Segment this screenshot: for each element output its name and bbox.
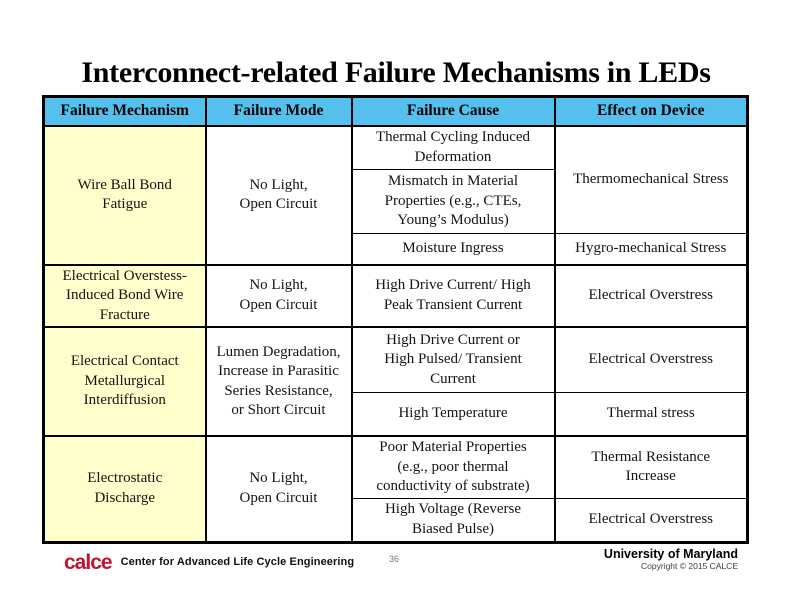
cell-effect: Thermal Resistance Increase xyxy=(553,435,748,499)
cell-effect: Electrical Overstress xyxy=(553,497,748,543)
cell-mode: No Light, Open Circuit xyxy=(204,125,352,265)
table-row: Wire Ball Bond Fatigue No Light, Open Ci… xyxy=(43,125,748,265)
cell-cause: Poor Material Properties (e.g., poor the… xyxy=(350,435,555,499)
cell-mechanism: Electrical Contact Metallurgical Interdi… xyxy=(43,326,206,437)
failure-mechanisms-table: Failure Mechanism Failure Mode Failure C… xyxy=(42,95,749,544)
footer-right: University of Maryland Copyright © 2015 … xyxy=(604,547,738,572)
cell-mechanism: Electrical Overstess- Induced Bond Wire … xyxy=(43,263,206,328)
column-header-failure-mode: Failure Mode xyxy=(204,96,352,127)
table-header-row: Failure Mechanism Failure Mode Failure C… xyxy=(43,96,748,127)
cell-effect: Thermomechanical Stress xyxy=(553,125,748,234)
page-title: Interconnect-related Failure Mechanisms … xyxy=(81,56,711,89)
table-row: Mismatch in Material Properties (e.g., C… xyxy=(44,169,748,234)
cell-cause: High Drive Current/ High Peak Transient … xyxy=(350,263,555,328)
table-row: High Voltage (Reverse Biased Pulse) Elec… xyxy=(44,497,748,543)
cell-mode: No Light, Open Circuit xyxy=(204,435,352,543)
footer-left: calce Center for Advanced Life Cycle Eng… xyxy=(64,551,354,573)
cell-cause: Thermal Cycling Induced Deformation xyxy=(350,125,555,170)
column-header-failure-mechanism: Failure Mechanism xyxy=(43,96,206,127)
cell-cause: High Drive Current or High Pulsed/ Trans… xyxy=(350,326,555,393)
column-header-effect-on-device: Effect on Device xyxy=(553,96,748,127)
organization-name: Center for Advanced Life Cycle Engineeri… xyxy=(120,556,355,568)
cell-cause: High Temperature xyxy=(350,391,555,437)
table-row: Electrical Contact Metallurgical Interdi… xyxy=(43,326,748,437)
table-row: Electrostatic Discharge No Light, Open C… xyxy=(43,435,748,543)
table-row: High Temperature Thermal stress xyxy=(44,391,748,437)
cell-effect: Electrical Overstress xyxy=(553,263,748,328)
cell-effect: Hygro-mechanical Stress xyxy=(553,233,748,265)
column-header-failure-cause: Failure Cause xyxy=(350,96,555,127)
university-name: University of Maryland xyxy=(603,547,738,561)
cell-mode: No Light, Open Circuit xyxy=(204,263,352,328)
cell-mechanism: Electrostatic Discharge xyxy=(43,435,206,543)
page-number: 36 xyxy=(388,554,399,564)
cell-mode: Lumen Degradation, Increase in Parasitic… xyxy=(204,326,352,437)
cell-effect: Thermal stress xyxy=(553,391,748,437)
copyright-notice: Copyright © 2015 CALCE xyxy=(641,561,738,572)
cell-effect: Electrical Overstress xyxy=(553,326,748,393)
cell-cause: Mismatch in Material Properties (e.g., C… xyxy=(350,169,555,234)
calce-logo: calce xyxy=(64,550,113,574)
table-row: Electrical Overstess- Induced Bond Wire … xyxy=(43,263,748,328)
table-row: Moisture Ingress Hygro-mechanical Stress xyxy=(44,233,748,265)
cell-mechanism: Wire Ball Bond Fatigue xyxy=(43,125,206,265)
cell-cause: Moisture Ingress xyxy=(350,233,555,265)
cell-cause: High Voltage (Reverse Biased Pulse) xyxy=(350,497,555,543)
